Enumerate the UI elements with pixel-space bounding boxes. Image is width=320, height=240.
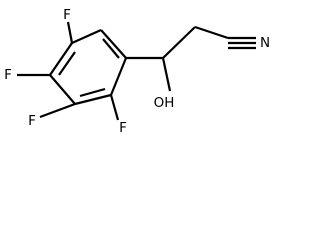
- nitrile-triple-bond: [228, 36, 256, 50]
- side-chain: [126, 25, 229, 92]
- ring-bond-c2-c3: [100, 29, 127, 59]
- chemical-structure: F F F F OH N: [4, 7, 270, 136]
- ring-double-bond-c6-c1: [58, 51, 76, 76]
- atom-f-upper-left: F: [4, 67, 12, 83]
- ring-bond-c6-c1: [49, 42, 73, 76]
- benzene-ring: [49, 28, 128, 106]
- bond-c5-f-lower-left: [39, 102, 76, 119]
- ring-double-bond-c2-c3: [102, 38, 120, 59]
- atom-hydroxyl: OH: [154, 95, 175, 111]
- bond-ch-oh: [161, 57, 172, 92]
- bond-ch-ch2: [162, 26, 196, 59]
- atom-nitrile-n: N: [260, 35, 270, 51]
- atom-f-lower-left: F: [28, 113, 36, 129]
- ring-bond-c5-c6: [49, 74, 76, 105]
- atom-f-bottom: F: [119, 120, 127, 136]
- atom-f-top: F: [63, 7, 71, 23]
- ring-bond-c3-c4: [109, 57, 128, 96]
- ring-bond-c1-c2: [71, 28, 102, 45]
- bond-c1-f-top: [66, 21, 74, 44]
- bond-ch2-cn: [194, 25, 229, 40]
- bond-c4-f-bottom: [109, 94, 120, 121]
- ring-double-bond-c4-c5: [79, 87, 106, 98]
- ring-bond-c4-c5: [74, 93, 112, 106]
- fluorine-bonds: [17, 21, 120, 121]
